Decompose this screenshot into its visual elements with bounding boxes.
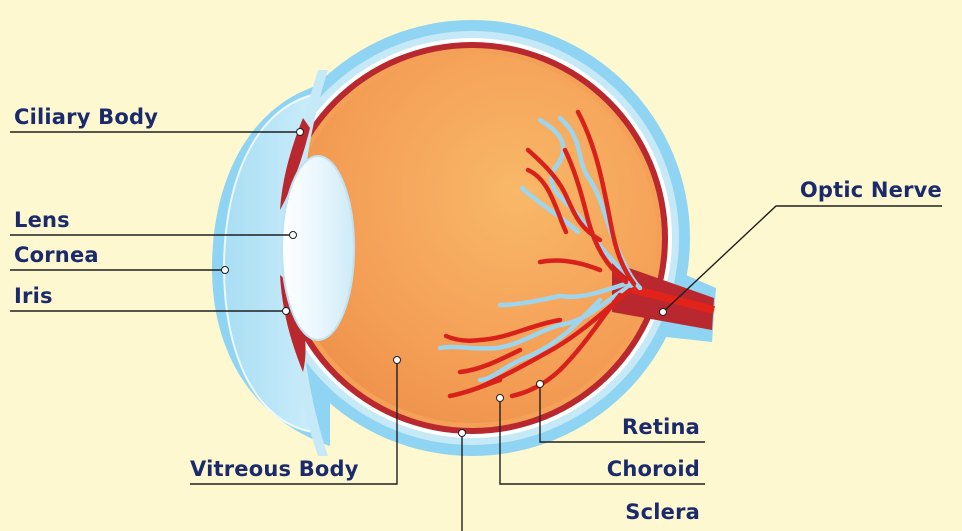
label-vitreous-body: Vitreous Body bbox=[190, 457, 359, 481]
dot-retina bbox=[537, 381, 544, 388]
label-iris: Iris bbox=[14, 284, 53, 308]
label-optic-nerve: Optic Nerve bbox=[800, 178, 942, 202]
label-retina: Retina bbox=[622, 415, 700, 439]
dot-ciliary-body bbox=[297, 129, 304, 136]
dot-sclera bbox=[459, 430, 466, 437]
lens-shape bbox=[282, 156, 354, 340]
label-lens: Lens bbox=[14, 208, 70, 232]
label-cornea: Cornea bbox=[14, 243, 99, 267]
dot-choroid bbox=[497, 395, 504, 402]
label-ciliary-body: Ciliary Body bbox=[14, 105, 158, 129]
dot-iris bbox=[283, 308, 290, 315]
dot-lens bbox=[290, 232, 297, 239]
dot-cornea bbox=[222, 267, 229, 274]
label-sclera: Sclera bbox=[625, 500, 700, 524]
dot-vitreous-body bbox=[394, 357, 401, 364]
dot-optic-nerve bbox=[660, 309, 667, 316]
label-choroid: Choroid bbox=[607, 457, 700, 481]
